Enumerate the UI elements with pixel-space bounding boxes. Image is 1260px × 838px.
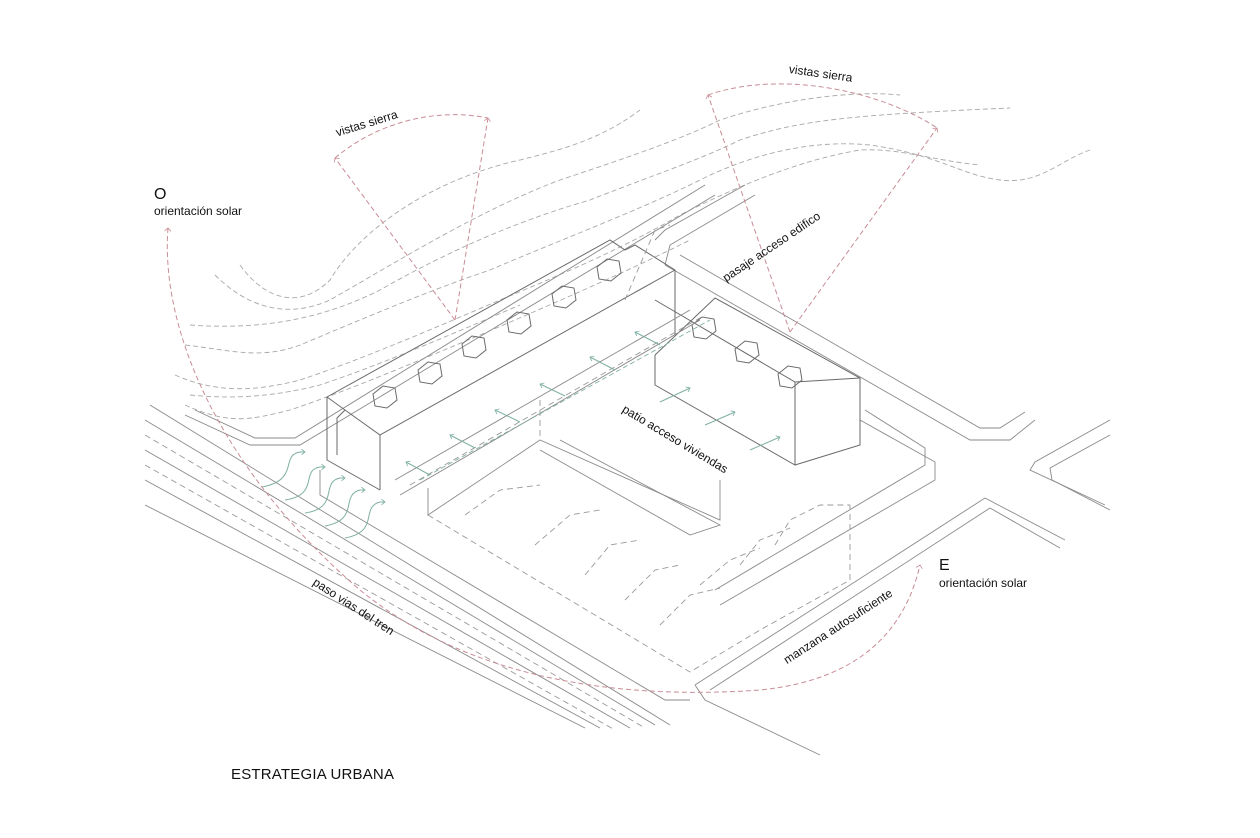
hexagon-icon — [777, 365, 803, 389]
hexagon-icon — [551, 285, 577, 309]
train-tracks — [144, 404, 671, 731]
east-orientation-caption: orientación solar — [939, 576, 1028, 590]
west-orientation-letter: O — [154, 186, 167, 203]
ventilation-arrows — [261, 448, 386, 539]
hexagon-icon — [506, 311, 532, 335]
west-orientation-caption: orientación solar — [154, 204, 243, 218]
site-outlines — [184, 184, 1111, 756]
curved-arrow-icon — [261, 448, 306, 488]
hexagon-icon — [734, 340, 760, 364]
curved-arrow-icon — [304, 474, 346, 514]
hexagon-icon — [417, 361, 443, 385]
curved-arrow-icon — [284, 463, 326, 501]
curved-arrow-icon — [324, 486, 366, 527]
east-orientation-letter: E — [939, 557, 950, 574]
skylights — [372, 258, 622, 409]
terrain-contours — [174, 93, 1091, 420]
hexagon-icon — [596, 258, 622, 282]
sun-path-arc — [164, 227, 923, 693]
hexagon-icon — [372, 385, 398, 409]
figure-title: ESTRATEGIA URBANA — [231, 766, 395, 783]
curved-arrow-icon — [344, 498, 386, 539]
hexagon-icon — [461, 335, 487, 359]
courtyard-volumes — [394, 224, 851, 673]
sight-lines — [164, 83, 939, 693]
